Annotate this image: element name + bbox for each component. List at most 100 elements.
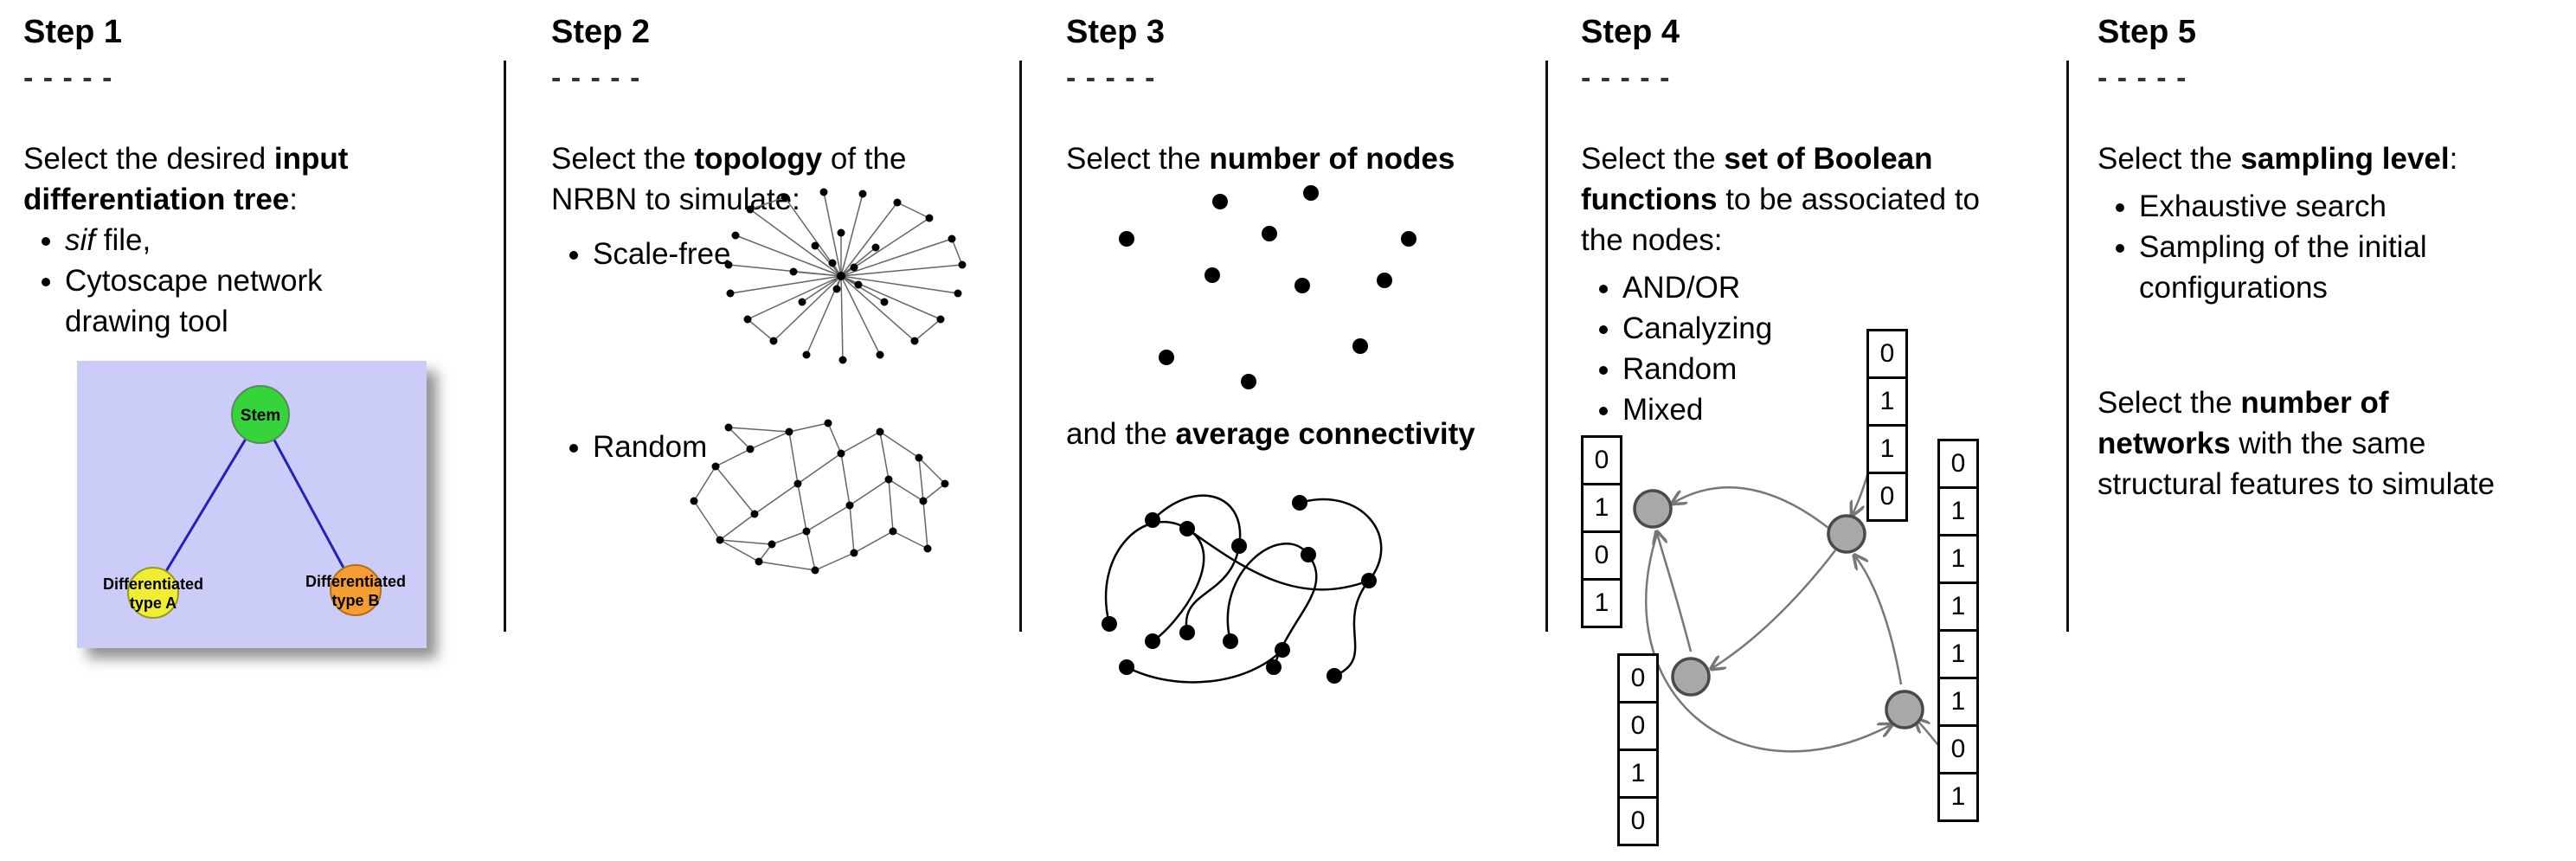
step5-bullet-list: Exhaustive search Sampling of the initia… [2097, 186, 2573, 308]
bullet-random-functions: Random [1622, 349, 2040, 389]
step1-intro-line2: differentiation tree: [23, 179, 491, 220]
bullet-sampling-line2: configurations [2139, 267, 2573, 308]
differentiation-tree-image: Stem Differentiated type A Differentiate… [77, 361, 427, 648]
type-b-label-line1: Differentiated [305, 573, 406, 590]
truth-table-cell: 1 [1937, 581, 1979, 632]
gray-node-c [1671, 657, 1711, 697]
text-segment: networks [2097, 427, 2231, 460]
text-segment: Select the [2097, 386, 2241, 420]
text-segment: Exhaustive search [2139, 190, 2386, 223]
step1-bullet-list: sif file, Cytoscape network drawing tool [23, 220, 491, 342]
bullet-scale-free: Scale-free [593, 234, 1001, 274]
step5-second-paragraph: Select the number of networks with the s… [2097, 382, 2495, 504]
step3-line2-text: and the average connectivity [1066, 414, 1475, 454]
bullet-exhaustive-search: Exhaustive search [2139, 186, 2573, 227]
bullet-random: Random [593, 427, 1001, 467]
bullet-canalyzing-text: Canalyzing [1622, 308, 2040, 349]
truth-table-cell: 0 [1937, 439, 1979, 489]
text-segment: Random [1622, 352, 1738, 386]
step4-dashes: - - - - - [1581, 61, 1671, 94]
step3-line2: and the average connectivity [1066, 414, 1475, 454]
step5-second-line3: structural features to simulate [2097, 464, 2495, 504]
text-segment: Cytoscape network [65, 264, 323, 298]
step3-line1: Select the number of nodes [1066, 138, 1538, 179]
step1-title: Step 1 [23, 14, 123, 50]
step5-intro: Select the sampling level: [2097, 138, 2573, 179]
bullet-mixed: Mixed [1622, 389, 2040, 430]
text-segment: Mixed [1622, 393, 1704, 427]
bullet-random-functions-text: Random [1622, 349, 2040, 389]
text-segment: average connectivity [1175, 417, 1475, 451]
text-segment: Canalyzing [1622, 312, 1773, 345]
step5-second-line2: networks with the same [2097, 423, 2495, 464]
truth-table-cell: 0 [1866, 329, 1908, 379]
bullet-random-text: Random [593, 427, 1001, 467]
step2-title: Step 2 [551, 14, 651, 50]
bullet-cytoscape-line1: Cytoscape network [65, 260, 491, 301]
scale-free-nodes [724, 188, 967, 364]
truth-table-cell: 0 [1581, 435, 1622, 485]
step5-dashes: - - - - - [2097, 61, 2187, 94]
text-segment: Select the [2097, 142, 2241, 176]
text-segment: functions [1581, 183, 1718, 216]
text-segment: Select the [551, 142, 695, 176]
boolean-network-nodes [1633, 489, 1924, 729]
random-edges [693, 422, 946, 571]
text-segment: topology [694, 142, 823, 176]
step5-title: Step 5 [2097, 14, 2197, 50]
text-segment: sif [65, 223, 95, 257]
truth-table-cell: 1 [1937, 534, 1979, 584]
truth-table-cell: 0 [1866, 472, 1908, 522]
text-segment: NRBN to simulate: [551, 183, 800, 216]
text-segment: structural features to simulate [2097, 467, 2496, 501]
bullet-sif-file: sif file, [65, 220, 491, 260]
text-segment: AND/OR [1622, 271, 1741, 305]
nodes-scatter-graphic [1119, 185, 1416, 389]
truth-table-cell: 1 [1581, 483, 1622, 533]
text-segment: file, [95, 223, 151, 257]
scatter-dots [1119, 185, 1416, 389]
step1-dashes: - - - - - [23, 61, 113, 94]
truth-table-cell: 1 [1617, 749, 1659, 799]
step1-column: Step 1 - - - - - Select the desired inpu… [23, 12, 491, 648]
step3-column: Step 3 - - - - - Select the number of no… [1066, 12, 1538, 684]
type-b-node [330, 564, 382, 616]
connectivity-network-graphic [1102, 494, 1383, 684]
scale-free-edges [728, 191, 963, 361]
truth-table-cell: 0 [1617, 701, 1659, 751]
type-b-label-line2: type B [331, 592, 379, 609]
column-divider-3 [1545, 61, 1548, 632]
step4-intro-line3: the nodes: [1581, 220, 2040, 260]
tree-edge-a [151, 414, 262, 594]
gray-node-b [1827, 514, 1866, 554]
bullet-sif-file-text: sif file, [65, 220, 491, 260]
text-segment: to be associated to [1717, 183, 1981, 216]
text-segment: : [2449, 142, 2458, 176]
gray-node-d [1885, 690, 1924, 729]
step2-intro-line1: Select the topology of the [551, 138, 1001, 179]
step3-line1-text: Select the number of nodes [1066, 138, 1538, 179]
step2-intro: Select the topology of the NRBN to simul… [551, 138, 1001, 220]
text-segment: sampling level [2240, 142, 2450, 176]
text-segment: Select the [1581, 142, 1725, 176]
text-segment: differentiation tree [23, 183, 290, 216]
random-nodes [690, 419, 949, 575]
stem-node-label: Stem [241, 407, 280, 425]
type-a-label-line1: Differentiated [103, 575, 203, 593]
truth-table-cell: 0 [1937, 724, 1979, 774]
text-segment: input [273, 142, 349, 176]
step2-column: Step 2 - - - - - Select the topology of … [551, 12, 1001, 575]
step4-intro-line2: functions to be associated to [1581, 179, 2040, 220]
step2-dashes: - - - - - [551, 61, 641, 94]
truth-table-cell: 0 [1617, 653, 1659, 704]
step4-intro-line1: Select the set of Boolean [1581, 138, 2040, 179]
text-segment: configurations [2139, 271, 2328, 305]
column-divider-4 [2066, 61, 2069, 632]
text-segment: number of nodes [1209, 142, 1455, 176]
text-segment: number of [2240, 386, 2389, 420]
column-divider-1 [504, 61, 506, 632]
step4-column: Step 4 - - - - - Select the set of Boole… [1581, 12, 2040, 846]
